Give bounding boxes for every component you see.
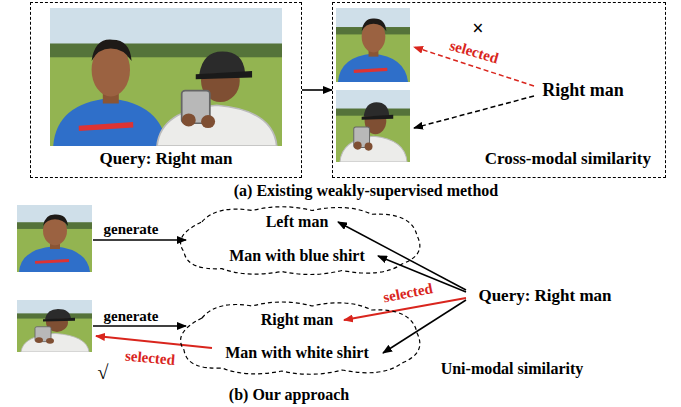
similarity-arrow — [383, 300, 466, 353]
query-box: Query: Right man — [30, 2, 302, 178]
flow-arrow — [302, 89, 332, 91]
selected-label: selected — [382, 280, 434, 306]
selected-label: selected — [448, 37, 501, 67]
query-photo — [50, 8, 282, 146]
selected-label: selected — [124, 348, 175, 369]
subfigure-caption: (a) Existing weakly-supervised method — [234, 182, 498, 200]
caption-cloud: Right manMan with white shirt — [172, 298, 427, 378]
node-text: Cross-modal similarity — [485, 150, 651, 169]
node-text: Man with white shirt — [225, 344, 369, 362]
node-text: Left man — [266, 213, 329, 231]
node-text: Right man — [261, 311, 333, 329]
crop-right-man — [17, 300, 92, 352]
node-text: Man with blue shirt — [229, 247, 365, 265]
query-text: Right man — [542, 81, 624, 101]
subfigure-caption: (b) Our approach — [229, 386, 349, 404]
cloud-outline — [172, 298, 427, 378]
similarity-arrow — [414, 96, 534, 128]
node-text: Query: Right man — [99, 150, 232, 169]
generate-label: generate — [104, 308, 159, 325]
cloud-outline — [181, 302, 420, 374]
cloud-outline — [181, 207, 420, 275]
crop-right-man — [336, 90, 410, 162]
generate-arrow — [93, 239, 186, 241]
correct-mark: √ — [98, 361, 109, 383]
wrong-mark: × — [472, 17, 483, 39]
generate-arrow — [93, 325, 186, 327]
crop-left-man — [336, 8, 410, 82]
method-label: Uni-modal similarity — [441, 360, 584, 378]
query-text: Query: Right man — [478, 287, 611, 306]
crop-left-man — [17, 205, 92, 272]
generate-label: generate — [104, 221, 159, 238]
selected-arrow — [96, 336, 212, 348]
caption-cloud: Left manMan with blue shirt — [172, 203, 427, 278]
